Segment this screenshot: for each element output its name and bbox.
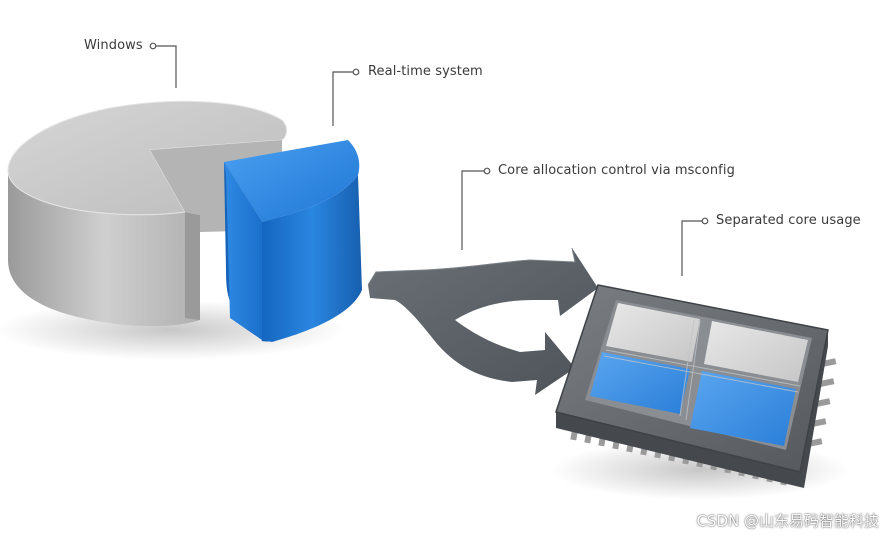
windows-label: Windows — [84, 38, 143, 53]
watermark: CSDN @山东易码智能科技 — [696, 510, 879, 531]
separated-core-usage-label: Separated core usage — [716, 213, 861, 228]
fork-arrow-icon — [368, 248, 598, 395]
core-allocation-label: Core allocation control via msconfig — [498, 163, 735, 178]
realtime-segment-icon — [224, 140, 362, 342]
realtime-system-label: Real-time system — [368, 64, 483, 79]
